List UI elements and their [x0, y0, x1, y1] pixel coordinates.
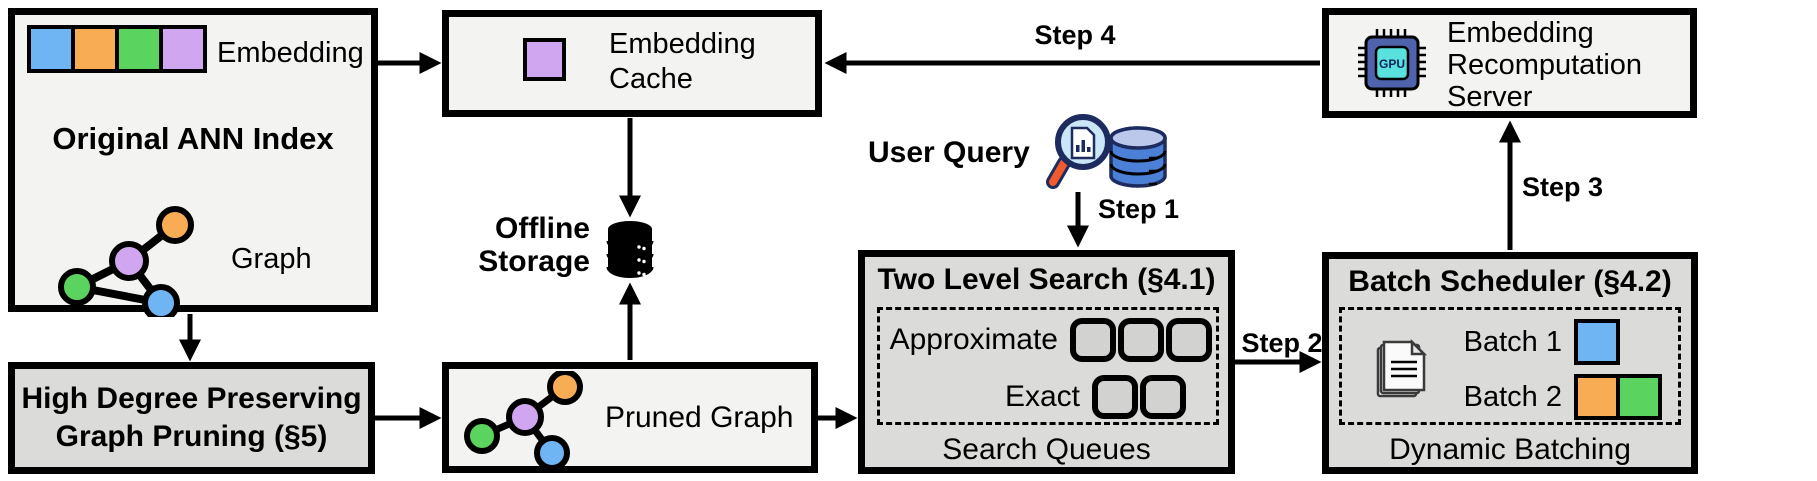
- queue-row-exact: Exact: [884, 368, 1212, 425]
- approximate-label: Approximate: [889, 322, 1058, 356]
- pruned-graph-box: Pruned Graph: [442, 362, 818, 473]
- original-ann-index-box: Embedding Original ANN Index Graph: [8, 8, 378, 317]
- queue-slot: [1092, 374, 1138, 419]
- embedding-vector-icon: [27, 25, 207, 73]
- search-queues-panel: Approximate Exact: [877, 307, 1219, 425]
- color-swatch: [163, 29, 203, 69]
- step-2-label: Step 2: [1241, 328, 1323, 358]
- color-swatch: [75, 29, 115, 69]
- exact-queue-slots: [1092, 374, 1186, 419]
- embedding-cache-box: Embedding Cache: [442, 10, 822, 117]
- color-swatch: [119, 29, 159, 69]
- color-swatch: [1620, 378, 1658, 416]
- color-swatch: [527, 42, 562, 77]
- gpu-text: GPU: [1379, 57, 1405, 71]
- batch-2-swatch: [1574, 374, 1662, 420]
- high-degree-pruning-label: High Degree Preserving Graph Pruning (§5…: [21, 382, 362, 453]
- batch-1-swatch: [1574, 319, 1620, 365]
- dynamic-batching-panel: Batch 1 Batch 2: [1339, 307, 1681, 425]
- batch-2-row: Batch 2: [1400, 373, 1662, 421]
- embedding-cache-label: Embedding Cache: [609, 28, 756, 95]
- gpu-chip-icon: GPU: [1358, 29, 1426, 97]
- recomputation-server-box: GPU Embedding Recomputation Server: [1322, 8, 1697, 118]
- queue-slot: [1070, 317, 1116, 362]
- color-swatch: [31, 29, 71, 69]
- user-query-label: User Query: [868, 136, 1030, 169]
- pruned-graph-label: Pruned Graph: [605, 401, 794, 434]
- search-queues-label: Search Queues: [942, 433, 1151, 466]
- batch-scheduler-title: Batch Scheduler (§4.2): [1348, 265, 1672, 298]
- queue-row-approximate: Approximate: [884, 311, 1212, 368]
- embedding-label: Embedding: [217, 37, 364, 69]
- exact-label: Exact: [1004, 379, 1080, 413]
- color-swatch: [1578, 323, 1616, 361]
- high-degree-pruning-box: High Degree Preserving Graph Pruning (§5…: [8, 362, 375, 474]
- original-ann-index-title: Original ANN Index: [52, 121, 334, 156]
- step-1-label: Step 1: [1098, 194, 1180, 224]
- step-4-label: Step 4: [1034, 20, 1116, 50]
- batch-scheduler-box: Batch Scheduler (§4.2) Batch 1 Batch 2 D…: [1322, 252, 1698, 474]
- approximate-queue-slots: [1070, 317, 1212, 362]
- batch-1-label: Batch 1: [1463, 325, 1562, 358]
- cached-embedding-icon: [523, 38, 566, 81]
- pruned-graph-icon: [464, 371, 583, 466]
- query-magnifier-icon: [1046, 114, 1167, 189]
- batch-1-row: Batch 1: [1400, 318, 1620, 366]
- recomputation-server-label: Embedding Recomputation Server: [1447, 17, 1643, 113]
- two-level-search-title: Two Level Search (§4.1): [877, 263, 1216, 296]
- color-swatch: [1578, 378, 1616, 416]
- two-level-search-box: Two Level Search (§4.1) Approximate Exac…: [858, 250, 1235, 474]
- database-icon: [606, 221, 654, 278]
- step-3-label: Step 3: [1522, 172, 1604, 202]
- graph-label: Graph: [231, 243, 312, 275]
- queue-slot: [1166, 317, 1212, 362]
- batch-2-label: Batch 2: [1463, 380, 1562, 413]
- queue-slot: [1118, 317, 1164, 362]
- documents-icon: [1376, 338, 1428, 398]
- queue-slot: [1140, 374, 1186, 419]
- dynamic-batching-label: Dynamic Batching: [1389, 433, 1631, 466]
- offline-storage-label: Offline Storage: [478, 212, 590, 278]
- original-graph-icon: [58, 206, 194, 317]
